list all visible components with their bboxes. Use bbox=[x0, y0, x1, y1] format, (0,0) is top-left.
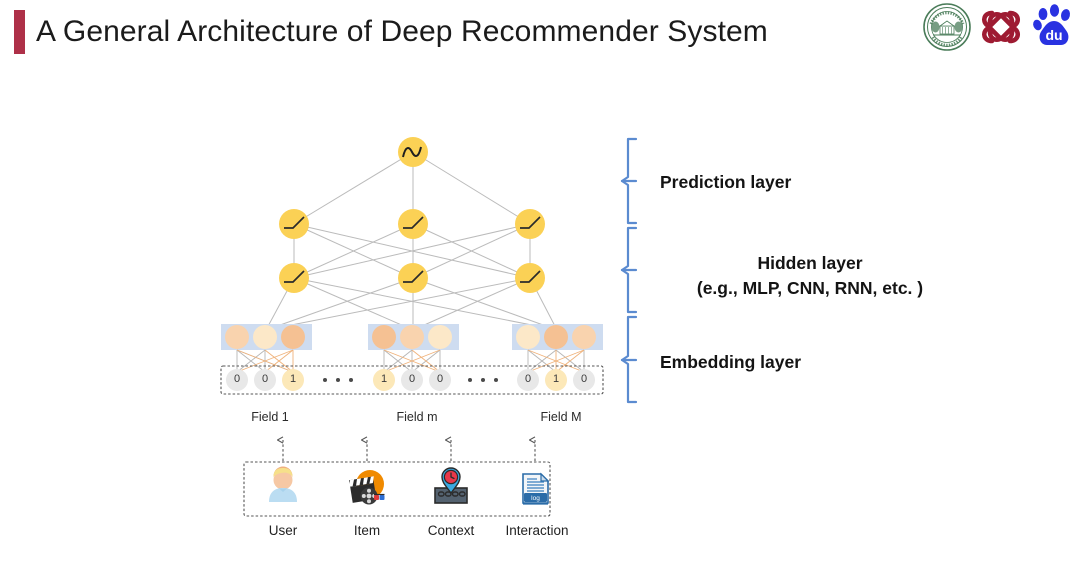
hidden-layer-label-line1: Hidden layer bbox=[757, 253, 863, 273]
hidden-node bbox=[398, 263, 428, 293]
connections-hidden2-to-prediction bbox=[293, 151, 531, 225]
hidden-layer-1-nodes bbox=[279, 263, 545, 293]
embedding-unit bbox=[225, 325, 249, 349]
prediction-layer-label: Prediction layer bbox=[660, 172, 792, 192]
field-label-m: Field m bbox=[396, 410, 438, 424]
embedding-block-2 bbox=[368, 324, 459, 350]
location-clock-icon bbox=[434, 467, 468, 504]
onehot-value: 0 bbox=[408, 373, 416, 385]
hidden-layer-2-nodes bbox=[279, 209, 545, 239]
onehot-value: 0 bbox=[261, 373, 269, 385]
embedding-unit bbox=[544, 325, 568, 349]
embedding-unit bbox=[572, 325, 596, 349]
onehot-value: 1 bbox=[289, 373, 297, 385]
baidu-logo-text: du bbox=[1045, 27, 1062, 43]
source-label-item: Item bbox=[353, 523, 381, 538]
field-label-M: Field M bbox=[540, 410, 582, 424]
source-label-context: Context bbox=[427, 523, 475, 538]
connections-embedding-to-hidden1 bbox=[265, 277, 558, 331]
source-layer-container bbox=[243, 461, 551, 517]
embedding-block-1 bbox=[221, 324, 312, 350]
onehot-value: 1 bbox=[552, 373, 560, 385]
onehot-value: 0 bbox=[524, 373, 532, 385]
hidden-node bbox=[515, 263, 545, 293]
log-document-icon: log bbox=[522, 472, 550, 505]
hidden-node bbox=[279, 263, 309, 293]
page-title: A General Architecture of Deep Recommend… bbox=[36, 15, 768, 48]
embedding-unit bbox=[516, 325, 540, 349]
onehot-value: 0 bbox=[436, 373, 444, 385]
source-label-interaction: Interaction bbox=[505, 523, 569, 538]
prediction-node bbox=[398, 137, 428, 167]
knot-logo-icon bbox=[981, 10, 1021, 44]
embedding-unit bbox=[253, 325, 277, 349]
connections-embedding3-to-input3 bbox=[527, 349, 585, 373]
user-icon bbox=[269, 466, 297, 502]
layer-braces bbox=[620, 137, 638, 404]
connections-hidden1-to-hidden2 bbox=[293, 223, 531, 279]
source-label-user: User bbox=[268, 523, 298, 538]
embedding-blocks bbox=[221, 324, 603, 350]
onehot-value: 0 bbox=[233, 373, 241, 385]
hidden-node bbox=[515, 209, 545, 239]
baidu-logo-icon: du bbox=[1033, 4, 1071, 45]
connections-embedding2-to-input2 bbox=[383, 349, 441, 373]
logo-group: du bbox=[922, 1, 1078, 53]
connections-embedding1-to-input1 bbox=[236, 349, 294, 373]
embedding-units bbox=[225, 325, 596, 349]
onehot-value: 1 bbox=[380, 373, 388, 385]
embedding-block-3 bbox=[512, 324, 603, 350]
embedding-layer-label: Embedding layer bbox=[660, 352, 802, 372]
embedding-unit bbox=[400, 325, 424, 349]
hidden-layer-brace bbox=[620, 226, 638, 314]
hidden-node bbox=[398, 209, 428, 239]
svg-text:log: log bbox=[531, 495, 540, 502]
source-to-field-arrows bbox=[283, 440, 536, 461]
hidden-layer-label-line2: (e.g., MLP, CNN, RNN, etc. ) bbox=[696, 278, 924, 298]
onehot-value: 0 bbox=[580, 373, 588, 385]
embedding-unit bbox=[372, 325, 396, 349]
embedding-unit bbox=[281, 325, 305, 349]
michigan-state-university-seal-icon bbox=[923, 3, 971, 51]
embedding-unit bbox=[428, 325, 452, 349]
movie-clapperboard-icon bbox=[349, 470, 385, 505]
title-accent-bar bbox=[14, 10, 25, 54]
field-label-1: Field 1 bbox=[251, 410, 289, 424]
hidden-node bbox=[279, 209, 309, 239]
embedding-layer-brace bbox=[620, 315, 638, 404]
prediction-layer-brace bbox=[620, 137, 638, 225]
